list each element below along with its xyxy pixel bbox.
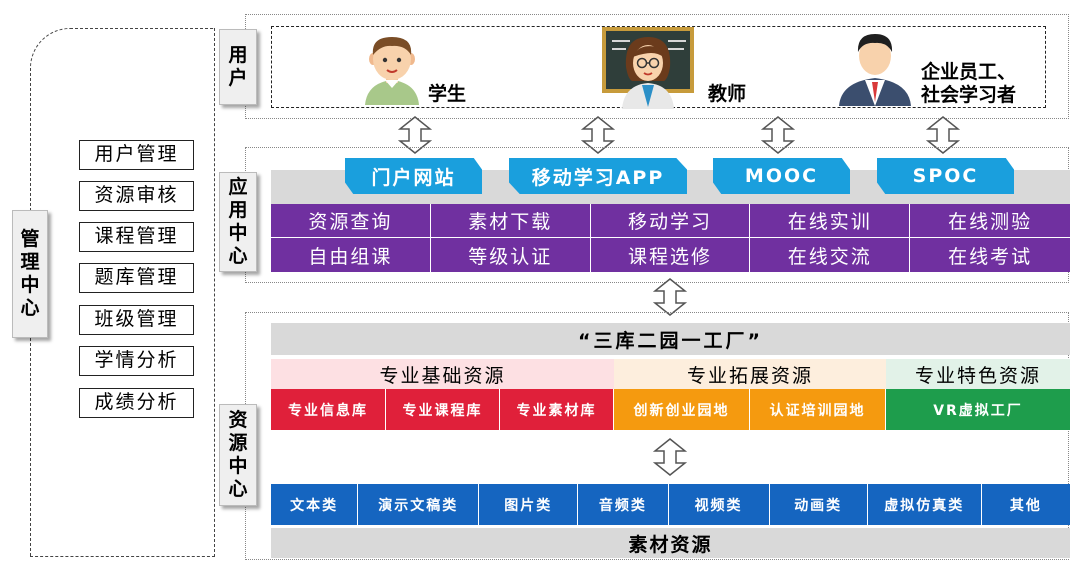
material-image: 图片类 [479, 484, 579, 525]
student-icon [365, 37, 419, 105]
tag-portal-website: 门户网站 [345, 158, 482, 194]
sub-professional-info-library: 专业信息库 [271, 389, 386, 430]
mgmt-grade-analysis: 成绩分析 [79, 388, 194, 418]
management-center-label: 管 理 中 心 [12, 210, 48, 338]
fn-online-training: 在线实训 [750, 204, 911, 238]
material-animation: 动画类 [770, 484, 868, 525]
header-featured-resources: 专业特色资源 [886, 359, 1070, 389]
mgmt-question-bank: 题库管理 [79, 263, 194, 293]
header-basic-resources: 专业基础资源 [271, 359, 614, 389]
material-presentation: 演示文稿类 [358, 484, 480, 525]
tag-spoc: SPOC [877, 158, 1014, 194]
users-label: 用 户 [219, 29, 257, 105]
application-functions-grid: 资源查询 素材下载 移动学习 在线实训 在线测验 自由组课 等级认证 课程选修 … [271, 204, 1070, 272]
teacher-label: 教师 [708, 83, 747, 105]
material-audio: 音频类 [578, 484, 669, 525]
student-label: 学生 [428, 83, 467, 105]
double-arrow-icon [652, 278, 688, 316]
double-arrow-icon [652, 438, 688, 476]
fn-online-exam: 在线考试 [948, 245, 1033, 268]
mgmt-user-management: 用户管理 [79, 140, 194, 170]
fn-resource-query: 资源查询 [271, 204, 431, 238]
resources-title: “三库二园一工厂” [271, 323, 1070, 355]
fn-material-download: 素材下载 [430, 204, 591, 238]
material-video: 视频类 [669, 484, 770, 525]
tag-mooc: MOOC [713, 158, 850, 194]
sub-professional-course-library: 专业课程库 [386, 389, 500, 430]
mgmt-class-management: 班级管理 [79, 305, 194, 335]
double-arrow-icon [397, 116, 433, 154]
enterprise-label: 企业员工、 社会学习者 [921, 61, 1017, 106]
mgmt-course-management: 课程管理 [79, 222, 194, 252]
material-virtual-simulation: 虚拟仿真类 [868, 484, 982, 525]
fn-free-course-building: 自由组课 [271, 238, 431, 272]
fn-online-quiz: 在线测验 [910, 204, 1070, 238]
teacher-icon [602, 27, 694, 109]
materials-row: 文本类 演示文稿类 图片类 音频类 视频类 动画类 虚拟仿真类 其他 [271, 484, 1070, 525]
double-arrow-icon [760, 116, 796, 154]
double-arrow-icon [925, 116, 961, 154]
tag-mobile-app: 移动学习APP [509, 158, 687, 194]
mgmt-resource-review: 资源审核 [79, 181, 194, 211]
resource-center-label: 资 源 中 心 [219, 404, 257, 506]
enterprise-staff-icon [839, 34, 911, 106]
sub-vr-virtual-factory: VR虚拟工厂 [886, 389, 1070, 430]
sub-innovation-park: 创新创业园地 [614, 389, 750, 430]
fn-online-communication: 在线交流 [750, 238, 911, 272]
material-other: 其他 [1009, 497, 1042, 514]
fn-elective-courses: 课程选修 [591, 238, 751, 272]
double-arrow-icon [580, 116, 616, 154]
materials-footer: 素材资源 [271, 528, 1070, 558]
mgmt-learning-analysis: 学情分析 [79, 346, 194, 376]
application-center-label: 应 用 中 心 [219, 172, 257, 272]
fn-level-certification: 等级认证 [431, 238, 591, 272]
header-extension-resources: 专业拓展资源 [614, 359, 886, 389]
material-text: 文本类 [271, 484, 359, 525]
sub-professional-material-library: 专业素材库 [500, 389, 614, 430]
fn-mobile-learning: 移动学习 [590, 204, 751, 238]
sub-certification-training-park: 认证培训园地 [750, 389, 886, 430]
